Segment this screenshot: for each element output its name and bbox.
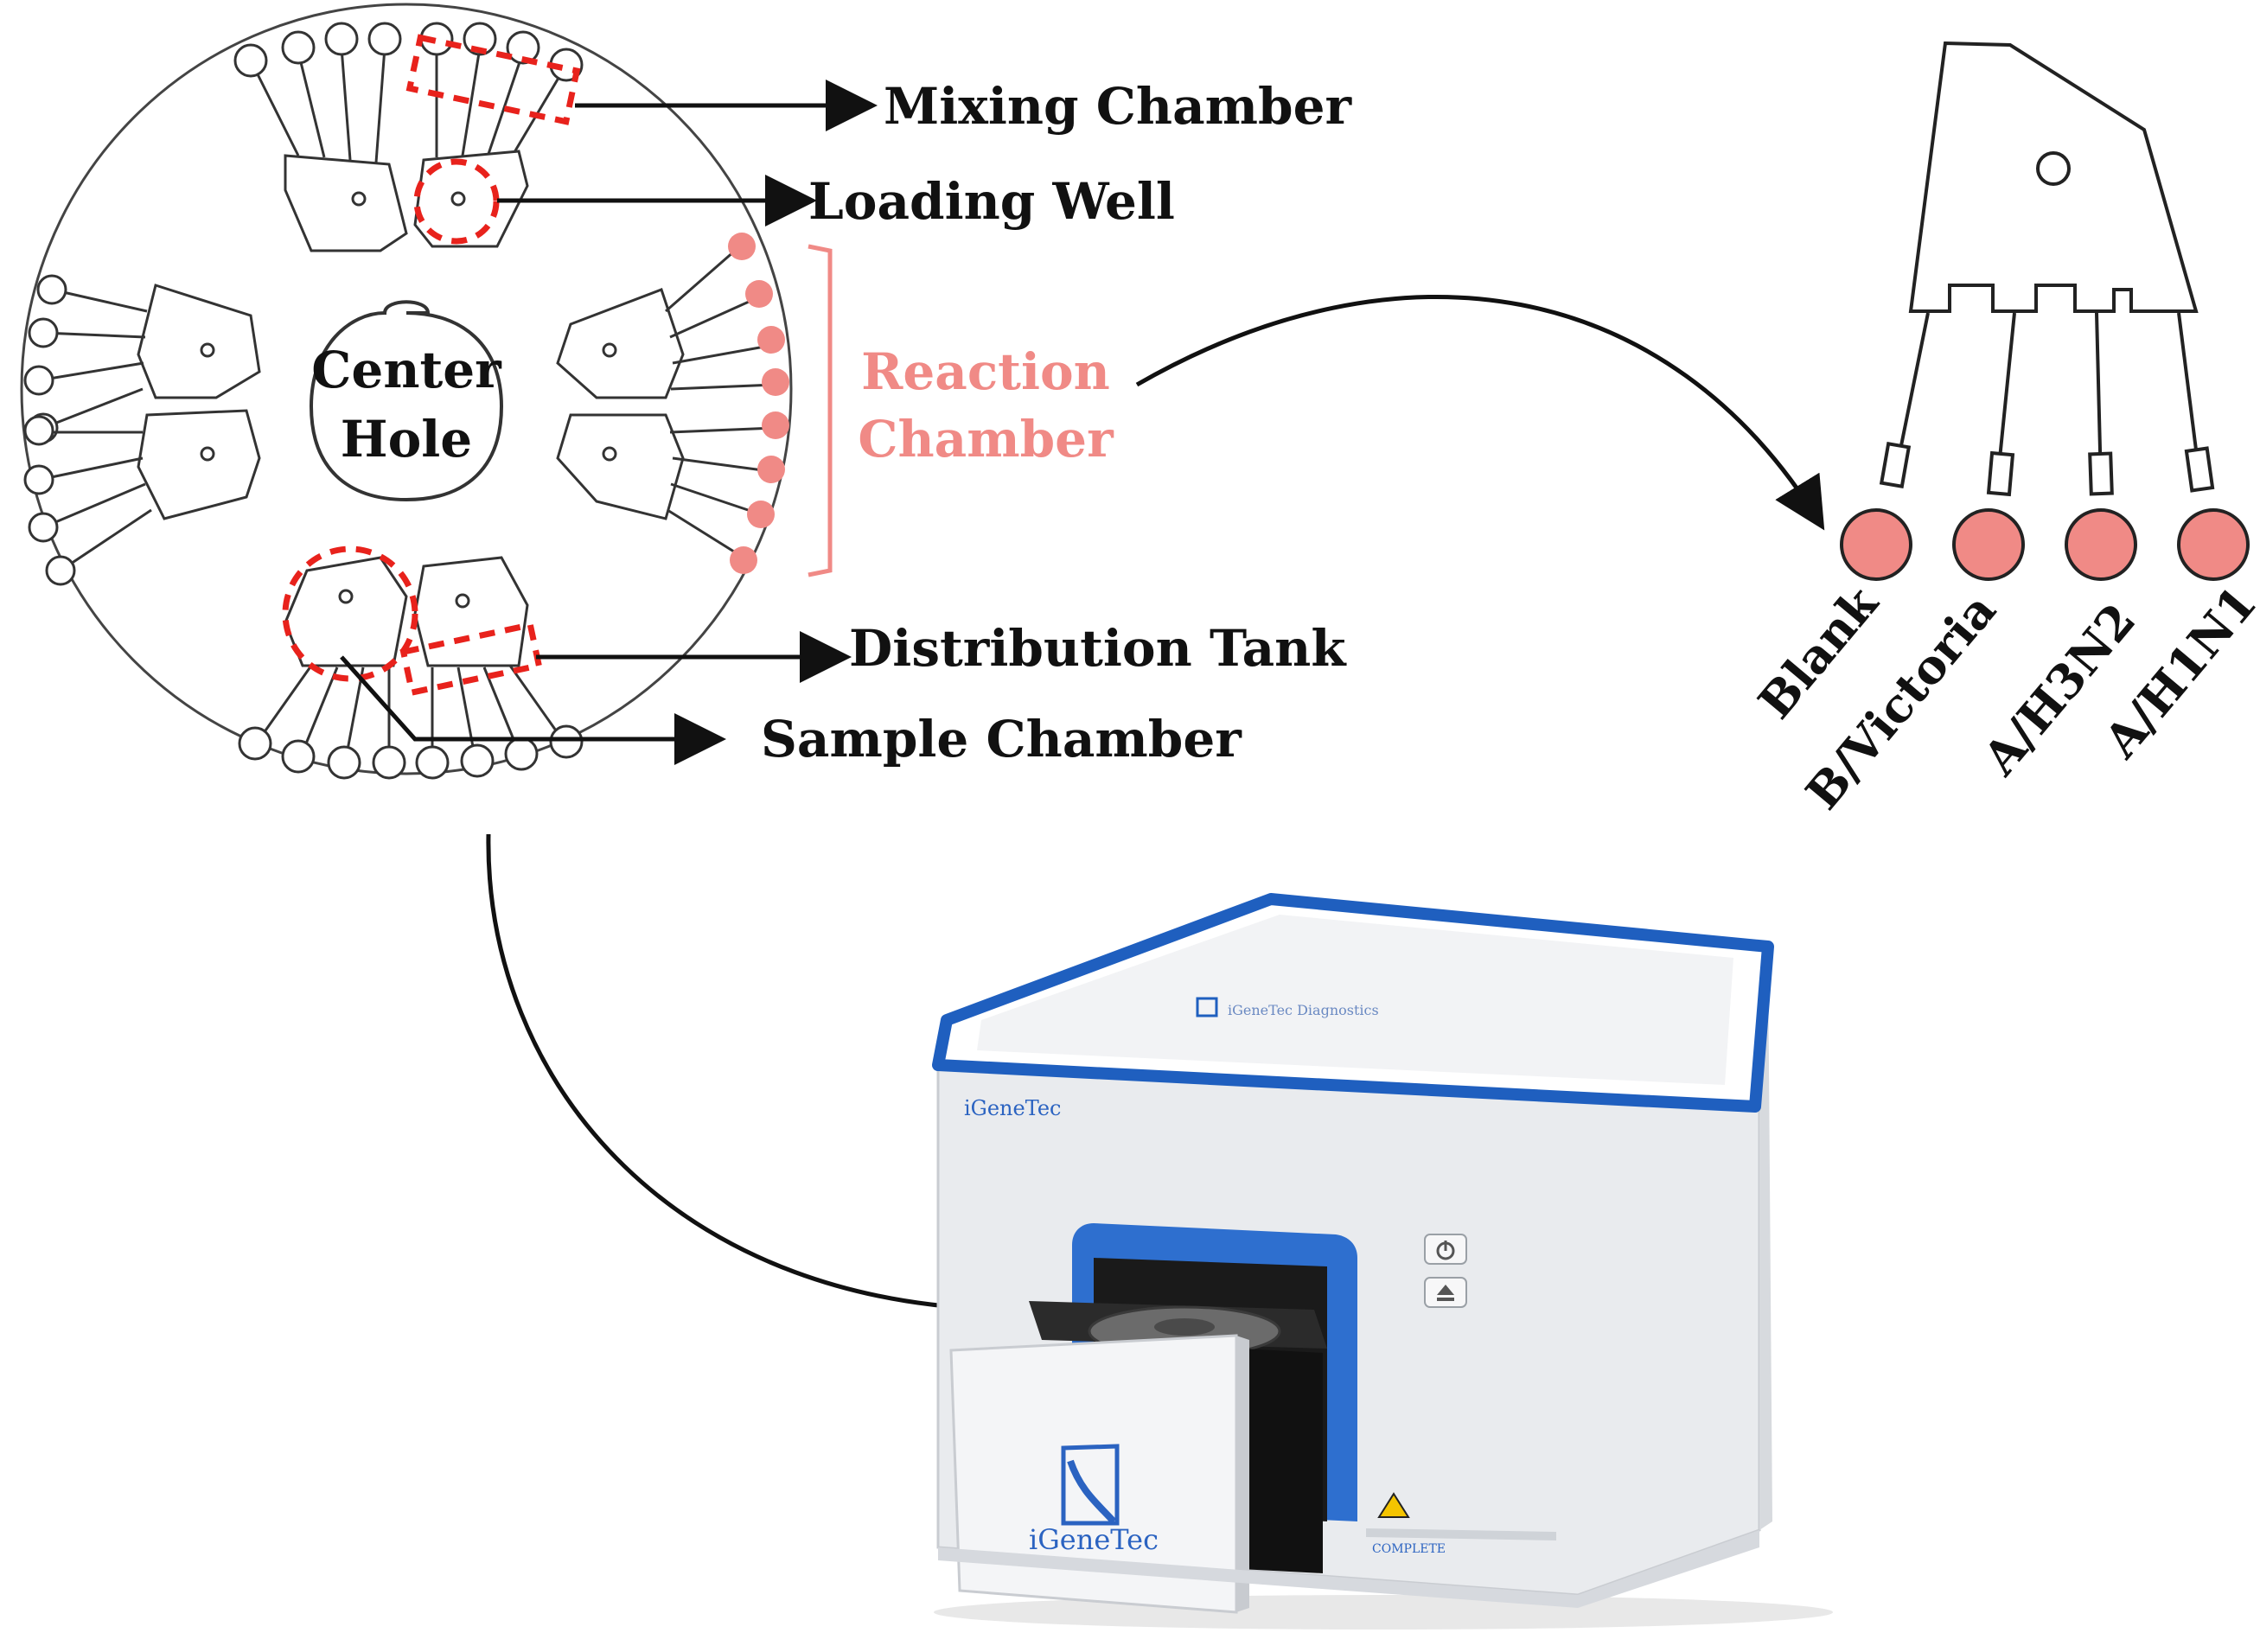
sample-chamber-highlight <box>282 545 418 682</box>
status-text: COMPLETE <box>1372 1542 1446 1556</box>
analyzer-device: iGeneTec Diagnostics iGeneTec iGeneTec <box>932 893 1833 1630</box>
disc-unit-bottom-right <box>413 556 584 780</box>
disc-unit-right-upper <box>556 249 775 399</box>
panel-brand-text: iGeneTec <box>964 1096 1062 1120</box>
disc-unit-left-lower <box>23 409 261 586</box>
center-hole: Center Hole <box>309 300 504 502</box>
lid-logo-icon <box>1196 997 1218 1017</box>
disc-unit-bottom-left <box>238 556 408 780</box>
door-brand-text: iGeneTec <box>1029 1523 1159 1556</box>
highlight-marks <box>282 34 581 697</box>
distribution-tank-highlight <box>399 621 543 697</box>
reaction-chamber-label-2: Chamber <box>858 410 1114 469</box>
eject-button[interactable] <box>1424 1277 1467 1308</box>
lid-brand-text: iGeneTec Diagnostics <box>1228 1002 1379 1018</box>
single-detection-unit <box>1879 41 2215 497</box>
mixing-chamber-label: Mixing Chamber <box>884 77 1353 136</box>
disc-unit-top-left <box>233 22 408 252</box>
disc-unit-top-right <box>413 22 584 248</box>
door-logo-icon <box>1061 1444 1120 1526</box>
mixing-chamber-highlight <box>405 34 581 125</box>
loading-well-highlight <box>413 158 500 245</box>
power-button[interactable] <box>1424 1234 1467 1265</box>
reaction-chamber-label-1: Reaction <box>861 342 1110 401</box>
microfluidic-disc: Center Hole <box>20 3 793 780</box>
warning-icon <box>1377 1492 1410 1518</box>
single-unit-reaction-dots <box>1840 508 2250 581</box>
center-hole-label-1: Center <box>311 341 502 399</box>
eject-icon <box>1437 1285 1454 1295</box>
loading-well-label: Loading Well <box>808 172 1175 231</box>
reaction-chamber-dots <box>728 233 789 574</box>
distribution-tank-label: Distribution Tank <box>849 619 1347 678</box>
center-hole-label-2: Hole <box>341 410 472 469</box>
callouts <box>340 80 1825 1336</box>
disc-unit-right-lower <box>556 413 775 559</box>
sample-chamber-label: Sample Chamber <box>761 710 1242 769</box>
